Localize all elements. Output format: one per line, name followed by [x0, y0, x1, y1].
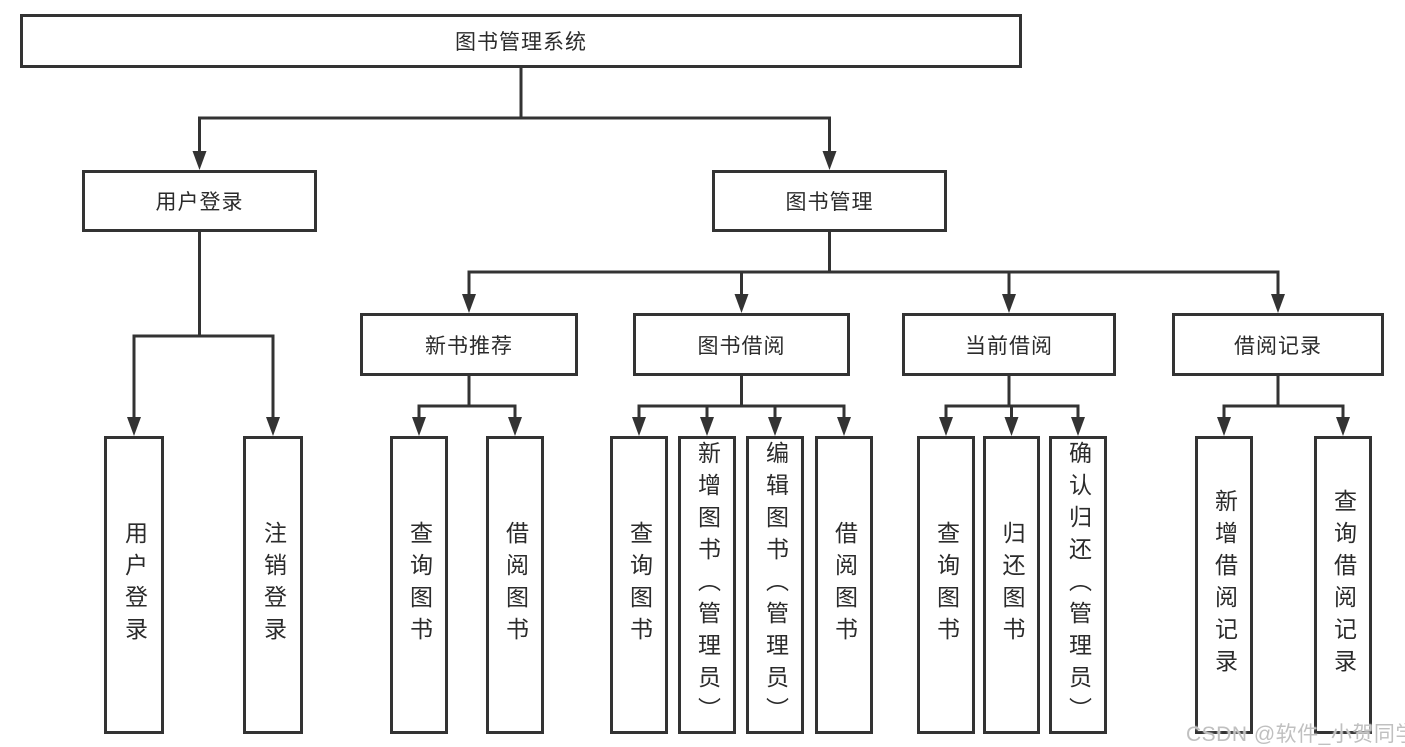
node-label: 查询图书 — [626, 521, 653, 649]
node-rec-query-books: 查询图书 — [390, 436, 448, 734]
connector-level2-bar — [198, 116, 831, 152]
node-library-management-system: 图书管理系统 — [20, 14, 1022, 68]
node-rec-borrow-books: 借阅图书 — [486, 436, 544, 734]
node-label: 用户登录 — [121, 521, 148, 649]
connector-new-book-bar — [417, 404, 517, 418]
arrowhead — [266, 417, 280, 436]
node-current-return-books: 归还图书 — [983, 436, 1040, 734]
arrowhead — [127, 417, 141, 436]
node-user-login: 用户登录 — [104, 436, 164, 734]
arrowhead — [837, 417, 851, 436]
node-new-book-recommendation: 新书推荐 — [360, 313, 578, 376]
node-borrow-edit-books-admin: 编辑图书（管理员） — [746, 436, 804, 734]
arrowhead — [939, 417, 953, 436]
csdn-watermark: CSDN @软件_小贺同学 — [1186, 723, 1405, 746]
node-records-add-borrow-record: 新增借阅记录 — [1195, 436, 1253, 734]
node-user-login-group: 用户登录 — [82, 170, 317, 232]
node-label: 编辑图书（管理员） — [762, 441, 789, 729]
arrowhead — [768, 417, 782, 436]
arrowhead — [508, 417, 522, 436]
node-label: 查询图书 — [406, 521, 433, 649]
node-label: 查询借阅记录 — [1330, 489, 1357, 681]
connector-borrow-records-bar — [1222, 404, 1345, 418]
node-current-confirm-return-admin: 确认归还（管理员） — [1049, 436, 1107, 734]
arrowhead — [412, 417, 426, 436]
node-borrowing-records: 借阅记录 — [1172, 313, 1384, 376]
node-book-borrowing: 图书借阅 — [633, 313, 850, 376]
node-borrow-add-books-admin: 新增图书（管理员） — [678, 436, 736, 734]
arrowhead — [632, 417, 646, 436]
arrowhead — [462, 294, 476, 313]
arrowhead — [822, 151, 837, 170]
arrowhead — [1271, 294, 1285, 313]
arrowhead — [1071, 417, 1085, 436]
connector-book-borrowing-bar — [637, 404, 846, 418]
arrowhead — [1004, 417, 1019, 436]
arrowhead — [1217, 417, 1231, 436]
node-label: 确认归还（管理员） — [1065, 441, 1092, 729]
connector-user-login-bar — [132, 334, 275, 418]
node-label: 新增借阅记录 — [1211, 489, 1238, 681]
arrowhead — [734, 294, 749, 313]
node-label: 查询图书 — [933, 521, 960, 649]
arrowheads — [127, 151, 1350, 436]
node-label: 归还图书 — [999, 521, 1025, 649]
node-label: 注销登录 — [260, 521, 287, 649]
node-label: 借阅图书 — [502, 521, 529, 649]
node-logout: 注销登录 — [243, 436, 303, 734]
node-borrow-query-books: 查询图书 — [610, 436, 668, 734]
arrowhead — [700, 417, 714, 436]
node-label: 新增图书（管理员） — [694, 441, 721, 729]
node-records-query-borrow-record: 查询借阅记录 — [1314, 436, 1372, 734]
node-current-borrowing: 当前借阅 — [902, 313, 1116, 376]
node-current-query-books: 查询图书 — [917, 436, 975, 734]
node-borrow-borrow-books: 借阅图书 — [815, 436, 873, 734]
arrowhead — [192, 151, 207, 170]
node-book-management: 图书管理 — [712, 170, 947, 232]
arrowhead — [1002, 294, 1016, 313]
arrowhead — [1336, 417, 1350, 436]
node-label: 借阅图书 — [831, 521, 858, 649]
connector-level3-bar — [467, 270, 1280, 295]
